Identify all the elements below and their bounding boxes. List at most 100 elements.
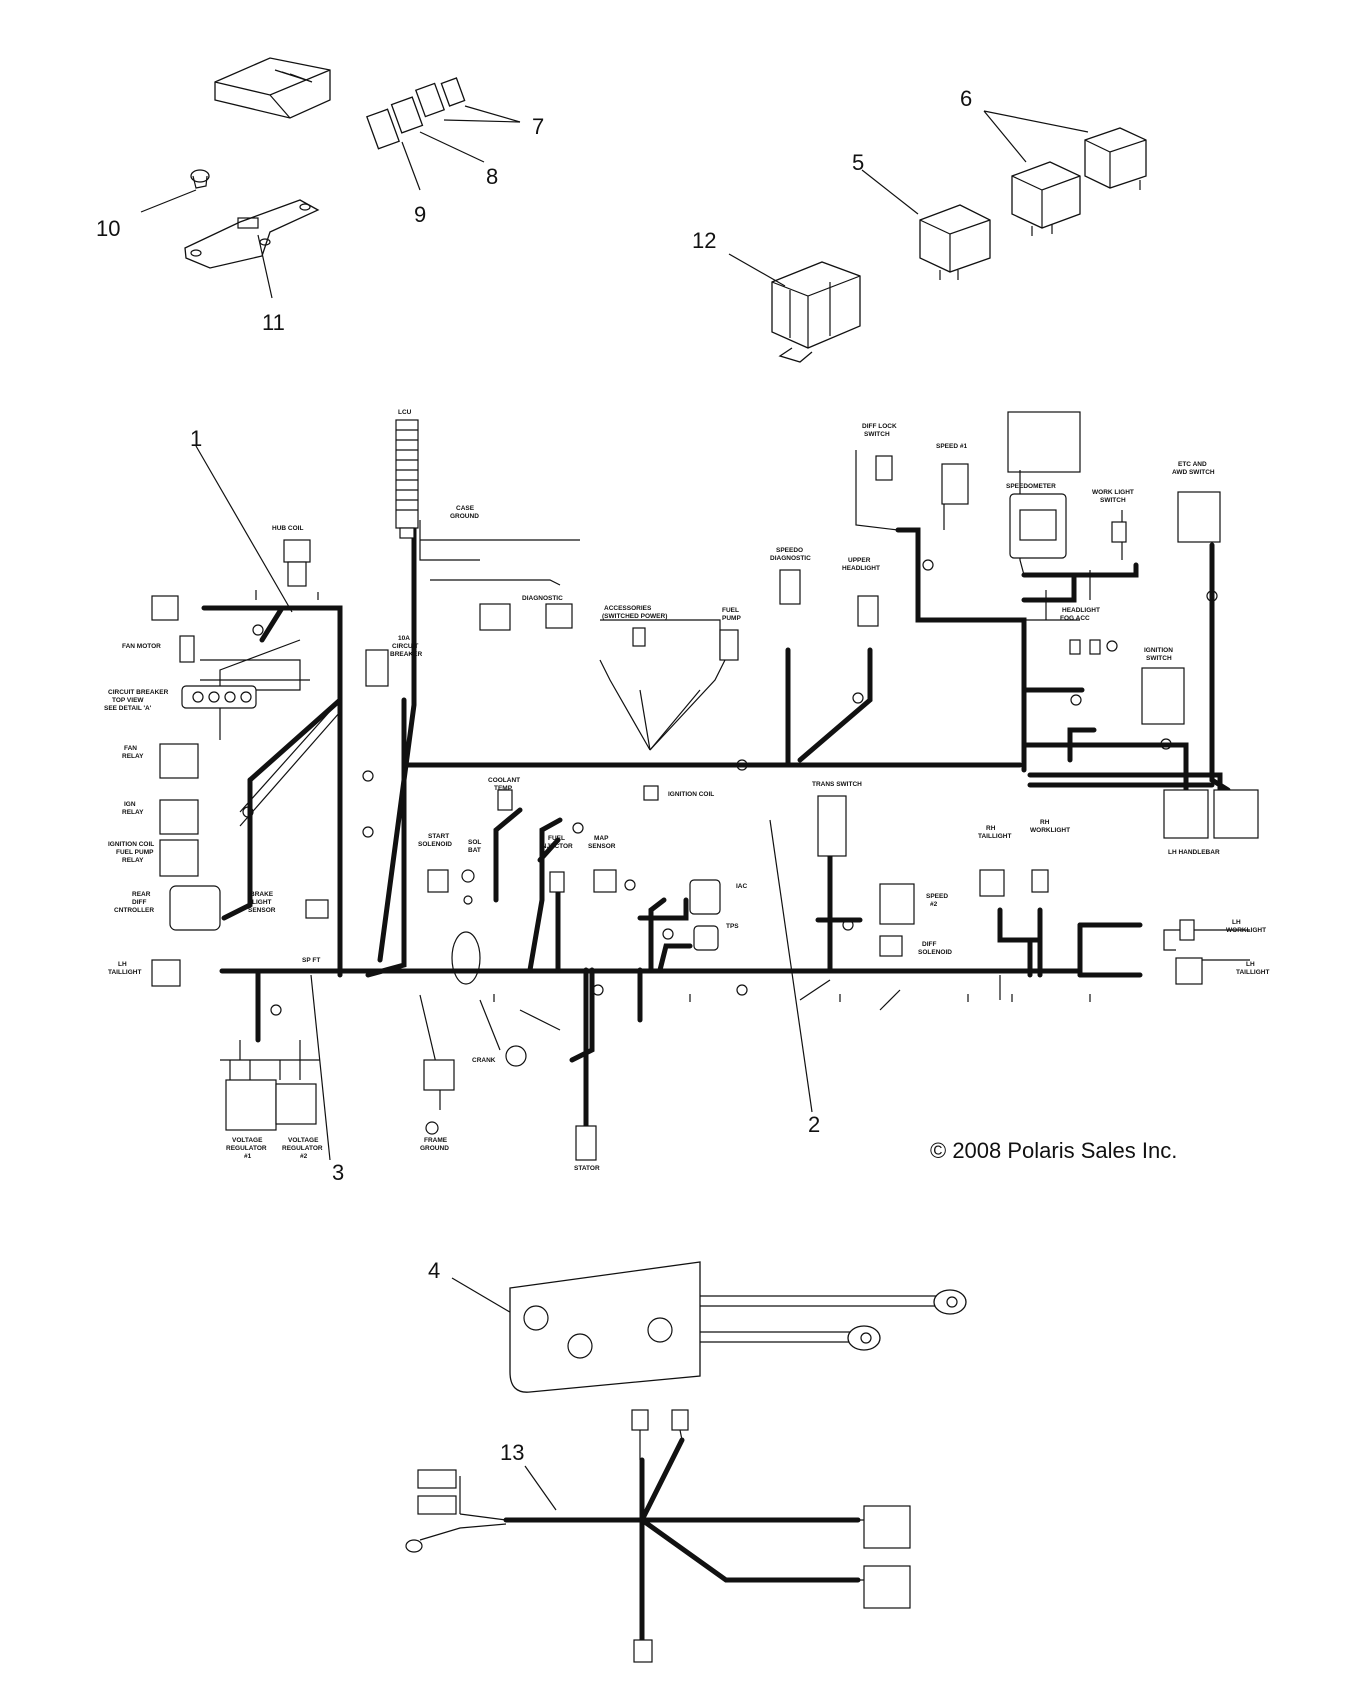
bolt-illustration	[190, 169, 210, 189]
label-brake-sensor-3: SENSOR	[248, 907, 276, 914]
relay-block-12-illustration	[771, 261, 861, 363]
label-rear-diff-1: REAR	[132, 891, 151, 898]
callout-11: 11	[262, 310, 285, 335]
label-etc-awd-2: AWD SWITCH	[1172, 469, 1215, 476]
label-rh-worklight-1: RH	[1040, 819, 1050, 826]
label-sol-bat-1: SOL	[468, 839, 481, 846]
label-lh-handlebar: LH HANDLEBAR	[1168, 849, 1220, 856]
callout-8: 8	[486, 164, 498, 189]
label-coolant-1: COOLANT	[488, 777, 520, 784]
label-vreg2-2: REGULATOR	[282, 1145, 323, 1152]
callout-12: 12	[692, 228, 716, 253]
label-cb-top-view-2: TOP VIEW	[112, 697, 144, 704]
label-frame-ground-2: GROUND	[420, 1145, 449, 1152]
label-diff-sol-2: SOLENOID	[918, 949, 952, 956]
label-diff-sol-1: DIFF	[922, 941, 936, 948]
label-ign-switch-2: SWITCH	[1146, 655, 1172, 662]
label-coolant-2: TEMP	[494, 785, 513, 792]
label-crank: CRANK	[472, 1057, 496, 1064]
label-ignition-coil: IGNITION COIL	[668, 791, 714, 798]
callout-2: 2	[808, 1112, 820, 1137]
label-headlight-fog-2: FOG ACC	[1060, 615, 1090, 622]
label-fp-relay-2: FUEL PUMP	[116, 849, 154, 856]
label-hub-coil: HUB COIL	[272, 525, 303, 532]
label-cb10a-3: BREAKER	[390, 651, 422, 658]
label-rear-diff-2: DIFF	[132, 899, 146, 906]
relay-5-illustration	[919, 204, 991, 280]
label-headlight-fog-1: HEADLIGHT	[1062, 607, 1100, 614]
label-trans-switch: TRANS SWITCH	[812, 781, 862, 788]
label-upper-headlight-2: HEADLIGHT	[842, 565, 880, 572]
label-cb10a-2: CIRCUIT	[392, 643, 418, 650]
label-diff-lock-1: DIFF LOCK	[862, 423, 897, 430]
label-work-light-sw-1: WORK LIGHT	[1092, 489, 1134, 496]
label-speedometer: SPEEDOMETER	[1006, 483, 1056, 490]
label-map-sensor-1: MAP	[594, 835, 609, 842]
label-ign-relay-2: RELAY	[122, 809, 144, 816]
label-etc-awd-1: ETC AND	[1178, 461, 1207, 468]
label-speed2-2: #2	[930, 901, 938, 908]
callout-5: 5	[852, 150, 864, 175]
label-fan-motor: FAN MOTOR	[122, 643, 161, 650]
label-upper-headlight-1: UPPER	[848, 557, 871, 564]
callout-3: 3	[332, 1160, 344, 1185]
fuse-box-illustration	[214, 57, 331, 119]
callout-13: 13	[500, 1440, 524, 1465]
label-lh-taillight-r-2: TAILLIGHT	[1236, 969, 1269, 976]
relay-6a-illustration	[1011, 161, 1081, 236]
label-fuel-inj-2: INJECTOR	[540, 843, 573, 850]
label-lh-taillight-r-1: LH	[1246, 961, 1255, 968]
label-diff-lock-2: SWITCH	[864, 431, 890, 438]
label-fuel-pump-2: PUMP	[722, 615, 741, 622]
label-ign-relay-1: IGN	[124, 801, 136, 808]
label-fp-relay-3: RELAY	[122, 857, 144, 864]
label-start-sol-2: SOLENOID	[418, 841, 452, 848]
callout-7: 7	[532, 114, 544, 139]
label-lh-taillight-l-2: TAILLIGHT	[108, 969, 141, 976]
label-rh-worklight-2: WORKLIGHT	[1030, 827, 1070, 834]
fuse-set-illustration	[366, 77, 466, 150]
callout-4: 4	[428, 1258, 440, 1283]
label-speed-1: SPEED #1	[936, 443, 967, 450]
label-rh-taillight-1: RH	[986, 825, 996, 832]
top-leaders	[140, 105, 1089, 299]
copyright-text: © 2008 Polaris Sales Inc.	[930, 1138, 1177, 1163]
relay-6b-illustration	[1084, 127, 1147, 190]
label-fan-relay-2: RELAY	[122, 753, 144, 760]
label-fuel-pump-1: FUEL	[722, 607, 739, 614]
label-speedo-diag-2: DIAGNOSTIC	[770, 555, 811, 562]
connectors	[151, 411, 1259, 1161]
label-accessories-1: ACCESSORIES	[604, 605, 652, 612]
label-fp-relay-1: IGNITION COIL	[108, 841, 154, 848]
label-diagnostic: DIAGNOSTIC	[522, 595, 563, 602]
label-work-light-sw-2: SWITCH	[1100, 497, 1126, 504]
thin-wires	[200, 450, 1250, 1110]
callout-numbers: 1 2 3 4 5 6 7 8 9 10 11 12 13	[96, 86, 972, 1465]
label-vreg1-3: #1	[244, 1153, 252, 1160]
label-tps: TPS	[726, 923, 739, 930]
label-fuel-inj-1: FUEL	[548, 835, 565, 842]
label-vreg1-2: REGULATOR	[226, 1145, 267, 1152]
label-sol-bat-2: BAT	[468, 847, 481, 854]
label-case-ground-1: CASE	[456, 505, 475, 512]
main-harness-trunks	[201, 517, 1231, 1129]
label-rear-diff-3: CNTROLLER	[114, 907, 154, 914]
label-speedo-diag-1: SPEEDO	[776, 547, 803, 554]
label-vreg2-1: VOLTAGE	[288, 1137, 319, 1144]
label-lcu: LCU	[398, 409, 412, 416]
label-lh-worklight-1: LH	[1232, 919, 1241, 926]
callout-9: 9	[414, 202, 426, 227]
label-fan-relay-1: FAN	[124, 745, 137, 752]
label-cb10a-1: 10A	[398, 635, 410, 642]
label-frame-ground-1: FRAME	[424, 1137, 448, 1144]
harness-leaders	[195, 445, 813, 1511]
label-map-sensor-2: SENSOR	[588, 843, 616, 850]
callout-6: 6	[960, 86, 972, 111]
label-lh-taillight-l-1: LH	[118, 961, 127, 968]
component-labels: LCU HUB COIL FAN MOTOR CIRCUIT BREAKER T…	[104, 409, 1269, 1172]
wire-tags	[242, 559, 1218, 1016]
label-case-ground-2: GROUND	[450, 513, 479, 520]
label-stator: STATOR	[574, 1165, 600, 1172]
bracket-illustration	[184, 199, 320, 269]
